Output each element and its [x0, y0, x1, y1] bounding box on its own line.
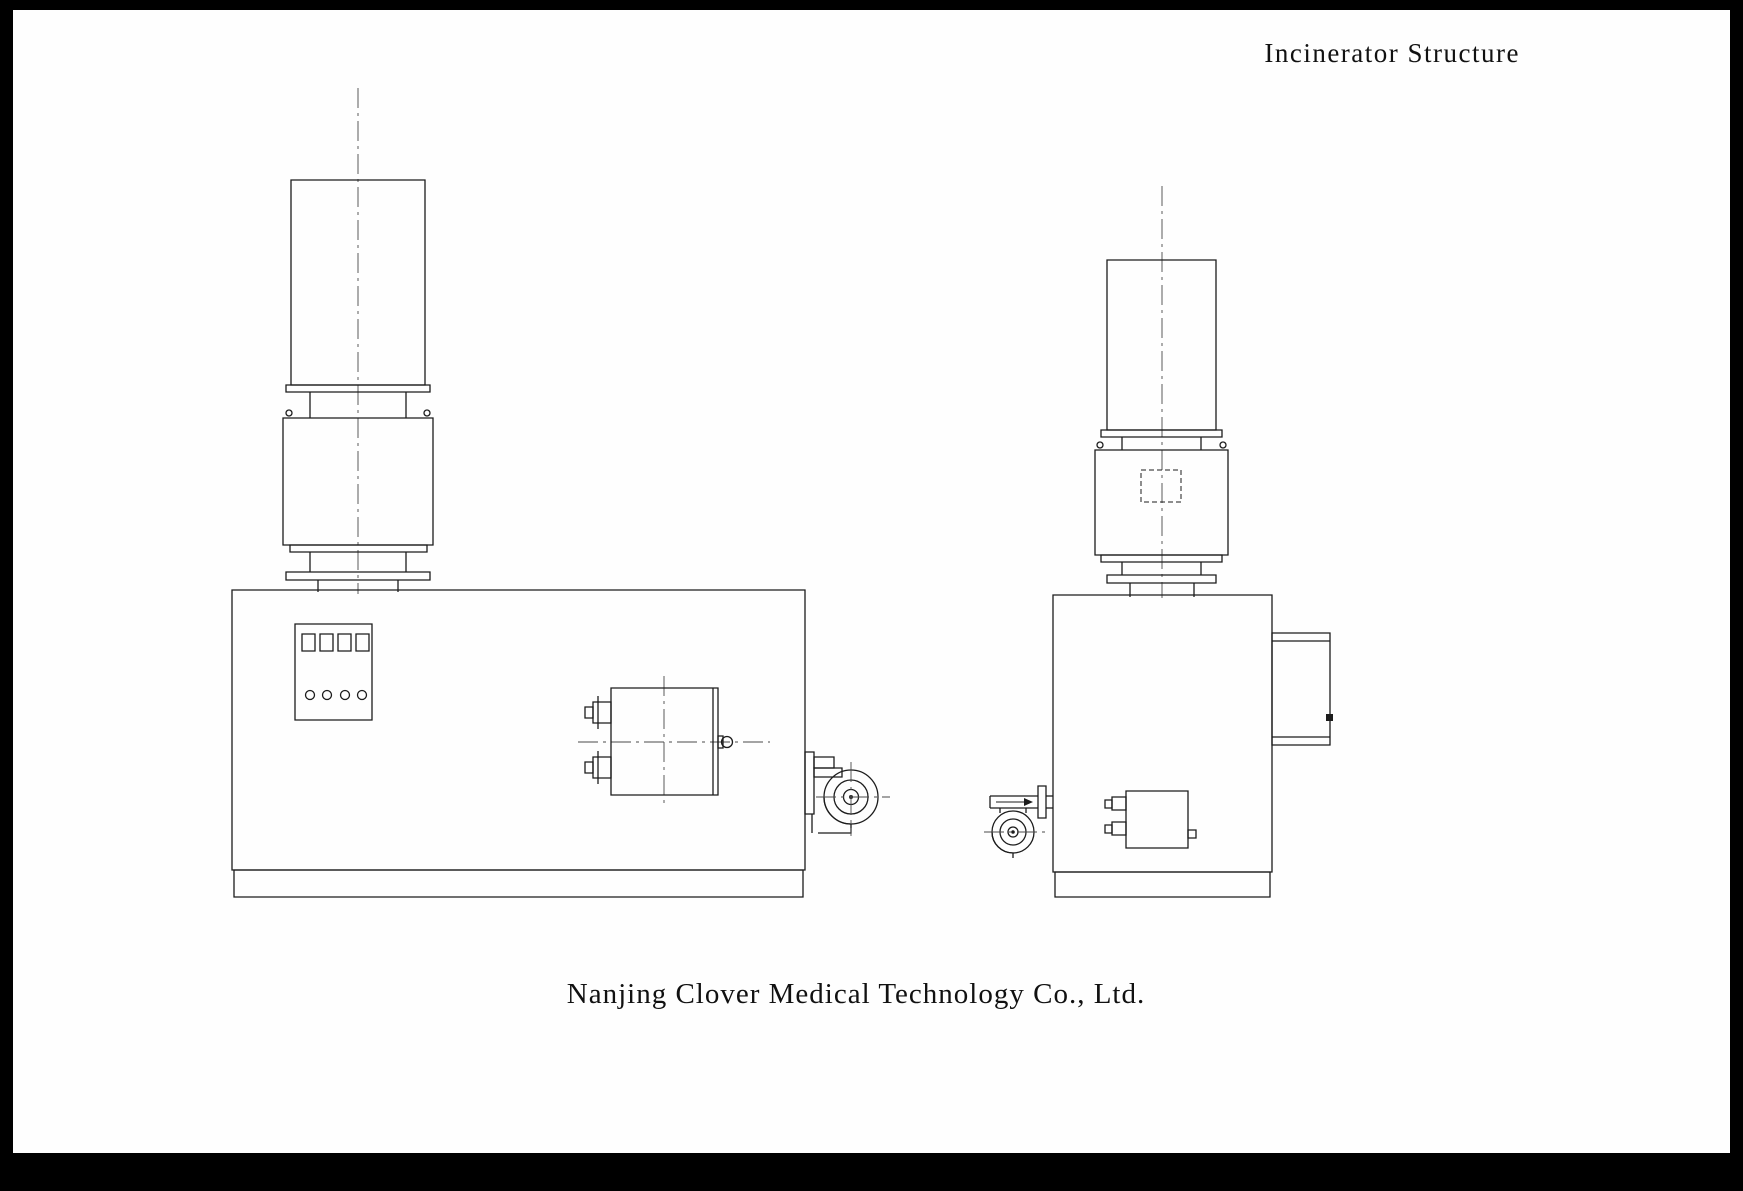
- burner-box: [611, 688, 718, 795]
- blower-mount-plate: [805, 752, 814, 814]
- front-bolt-left: [286, 410, 292, 416]
- side-body: [1053, 595, 1272, 872]
- front-base-flange: [286, 572, 430, 580]
- side-burner: [1105, 791, 1196, 848]
- front-control-panel: [295, 624, 372, 720]
- front-base: [234, 870, 803, 897]
- front-blower: [805, 752, 890, 836]
- panel-knob-3: [341, 691, 350, 700]
- burner-inlet-bottom: [593, 757, 611, 778]
- panel-knob-4: [358, 691, 367, 700]
- side-view: [984, 186, 1333, 897]
- front-drum-flange: [290, 545, 427, 552]
- panel-indicator-2: [320, 634, 333, 651]
- side-bolt-left: [1097, 442, 1103, 448]
- side-inspection-port: [1141, 470, 1181, 502]
- side-base-flange: [1107, 575, 1216, 583]
- company-name: Nanjing Clover Medical Technology Co., L…: [566, 978, 1146, 1010]
- burner-nozzle: [722, 737, 733, 748]
- panel-indicator-3: [338, 634, 351, 651]
- panel-indicator-4: [356, 634, 369, 651]
- side-stack-flange: [1101, 430, 1222, 437]
- side-stack: [1107, 260, 1216, 430]
- side-base: [1055, 872, 1270, 897]
- panel-indicator-1: [302, 634, 315, 651]
- drawing-title: Incinerator Structure: [1264, 38, 1520, 68]
- side-drum-flange: [1101, 555, 1222, 562]
- front-bolt-right: [424, 410, 430, 416]
- panel-knob-2: [323, 691, 332, 700]
- side-blower: [984, 786, 1053, 858]
- front-burner: [578, 676, 770, 806]
- door-panel: [1272, 633, 1330, 745]
- control-panel-box: [295, 624, 372, 720]
- front-view: [232, 88, 890, 897]
- drawing-sheet: [13, 10, 1730, 1153]
- side-bolt-right: [1220, 442, 1226, 448]
- flow-arrow: [1024, 798, 1033, 806]
- panel-knob-1: [306, 691, 315, 700]
- blower-volute: [818, 797, 851, 833]
- burner-inlet-top: [593, 702, 611, 723]
- door-latch: [1326, 714, 1333, 721]
- side-blower-volute: [992, 832, 1013, 858]
- front-stack-flange: [286, 385, 430, 392]
- side-door: [1272, 633, 1333, 745]
- front-body: [232, 590, 805, 870]
- side-burner-box: [1126, 791, 1188, 848]
- pipe-flange: [1038, 786, 1046, 818]
